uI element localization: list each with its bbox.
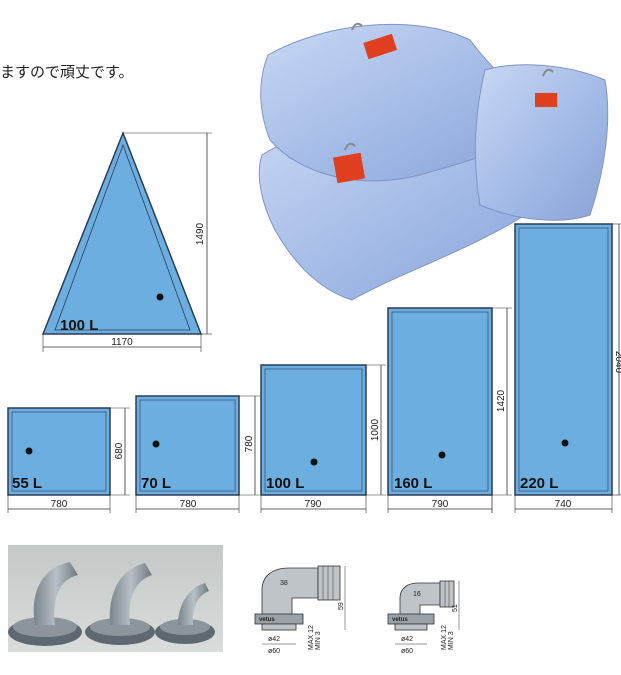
fitting-large-max: MAX 12 (308, 625, 315, 650)
tank-70l-height: 780 (244, 435, 255, 452)
fitting-large-angle: 38 (280, 580, 288, 587)
tank-100l-height: 1000 (370, 418, 381, 441)
fitting-small-outer-dia: ø60 (401, 648, 413, 655)
tank-55l-volume: 55 L (12, 475, 42, 492)
fitting-large-inner-dia: ø42 (268, 636, 280, 643)
tank-100l-volume: 100 L (266, 475, 304, 492)
fitting-large-height: 59 (338, 602, 345, 610)
outlet-dot (156, 293, 164, 301)
fitting-large-brand: vetus (259, 617, 275, 623)
tank-70l-volume: 70 L (141, 475, 171, 492)
fitting-small-inner-dia: ø42 (401, 636, 413, 643)
tank-160l-height: 1420 (496, 389, 507, 412)
tank-220l: 2040 740 220 L (514, 223, 621, 513)
fittings-photo (8, 545, 223, 652)
bag-photo (258, 22, 609, 301)
tank-160l-volume: 160 L (394, 475, 432, 492)
tank-triangle-height: 1490 (195, 222, 206, 245)
fitting-small-min: MIN 3 (448, 631, 455, 650)
tank-70l: 780 780 70 L (135, 395, 260, 513)
tank-160l-width: 790 (432, 499, 449, 510)
tank-55l: 680 780 55 L (7, 407, 130, 513)
fitting-small-brand: vetus (392, 617, 408, 623)
tank-55l-width: 780 (51, 499, 68, 510)
tank-100l-width: 790 (305, 499, 322, 510)
fitting-drawing-large: vetus 38 59 ø42 ø60 MAX 12 MIN 3 (254, 565, 346, 655)
fitting-small-max: MAX 12 (441, 625, 448, 650)
fitting-drawing-small: vetus 16 51 ø42 ø60 MAX 12 MIN 3 (387, 580, 460, 655)
fitting-large-outer-dia: ø60 (268, 648, 280, 655)
tank-triangle-100l: 1490 1170 100 L (41, 130, 212, 352)
fitting-small-height: 51 (452, 604, 459, 612)
tank-220l-height: 2040 (613, 351, 621, 374)
tank-55l-height: 680 (114, 442, 125, 459)
tank-triangle-volume: 100 L (60, 317, 98, 334)
intro-text: ますので頑丈です。 (0, 63, 134, 81)
tank-220l-volume: 220 L (520, 475, 558, 492)
tank-100l: 1000 790 100 L (260, 364, 386, 513)
fitting-large-min: MIN 3 (315, 631, 322, 650)
fitting-small-angle: 16 (413, 591, 421, 598)
tank-70l-width: 780 (180, 499, 197, 510)
tank-160l: 1420 790 160 L (387, 307, 512, 513)
tank-triangle-width: 1170 (111, 337, 133, 348)
tank-220l-width: 740 (555, 499, 572, 510)
